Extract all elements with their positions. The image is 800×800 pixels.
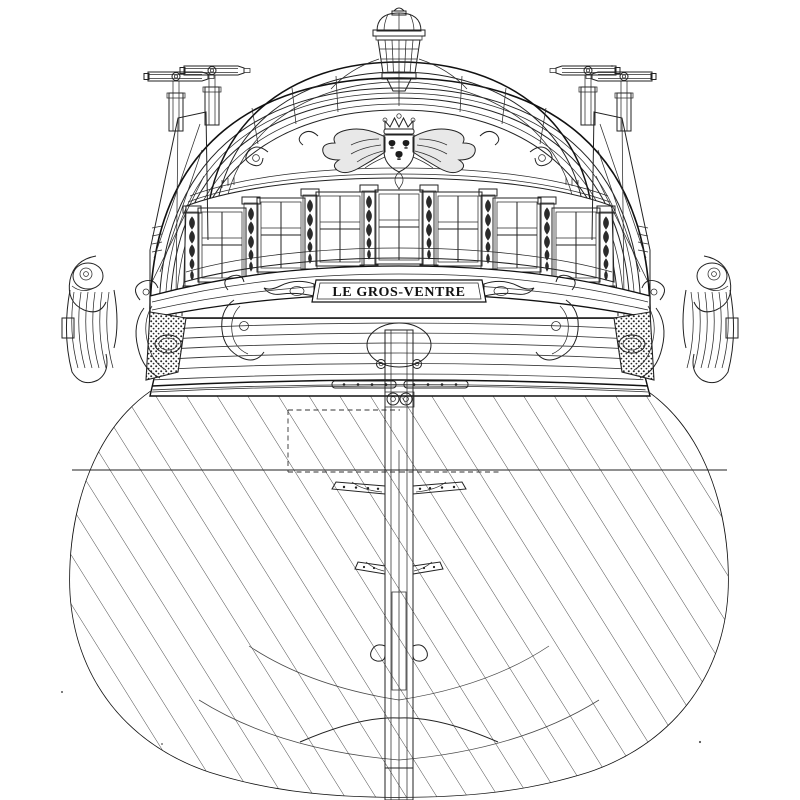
stern-counter xyxy=(149,317,651,397)
counter-corner-bracket-left xyxy=(221,274,265,361)
name-banner: LE GROS-VENTRE xyxy=(263,279,535,303)
arms-pendant xyxy=(394,171,404,190)
construction-box xyxy=(287,409,500,473)
bulwark-right xyxy=(591,111,651,318)
banner-tail-left xyxy=(263,280,315,297)
banner-tail-right xyxy=(483,280,535,297)
stern-bracket-right xyxy=(613,280,665,381)
stern-bracket-left xyxy=(135,280,187,381)
ship-name-label: LE GROS-VENTRE xyxy=(332,285,465,300)
hull-guide-curves xyxy=(198,645,600,761)
rudder-head xyxy=(366,322,432,368)
counter-planking xyxy=(152,322,646,391)
coat-of-arms xyxy=(322,113,476,190)
counter-wale xyxy=(151,379,649,387)
counter-corner-bracket-right xyxy=(535,274,579,361)
bulwark-left xyxy=(149,111,209,318)
rudder-pintle-upper xyxy=(384,391,415,408)
rudder-gudgeons xyxy=(376,359,422,369)
wing-left-icon xyxy=(322,128,386,174)
rudder-stock xyxy=(384,329,414,800)
banner-plate xyxy=(311,279,487,303)
taffrail-stanchions xyxy=(251,70,547,145)
scan-speckles xyxy=(61,65,702,745)
rudder xyxy=(331,322,467,800)
rudder-pintle-heel xyxy=(370,644,428,662)
royal-crown-icon xyxy=(382,113,416,135)
scupper-port xyxy=(154,334,182,354)
wing-right-icon xyxy=(412,128,476,174)
band-planking xyxy=(185,167,613,273)
stern-window-band xyxy=(182,167,616,294)
rudder-strap-lower xyxy=(354,561,444,575)
rudder-strap-middle xyxy=(331,481,467,495)
arch-scroll-ornaments xyxy=(245,130,553,167)
stern-lantern xyxy=(330,7,468,101)
fleur-de-lis-charges xyxy=(388,140,410,160)
